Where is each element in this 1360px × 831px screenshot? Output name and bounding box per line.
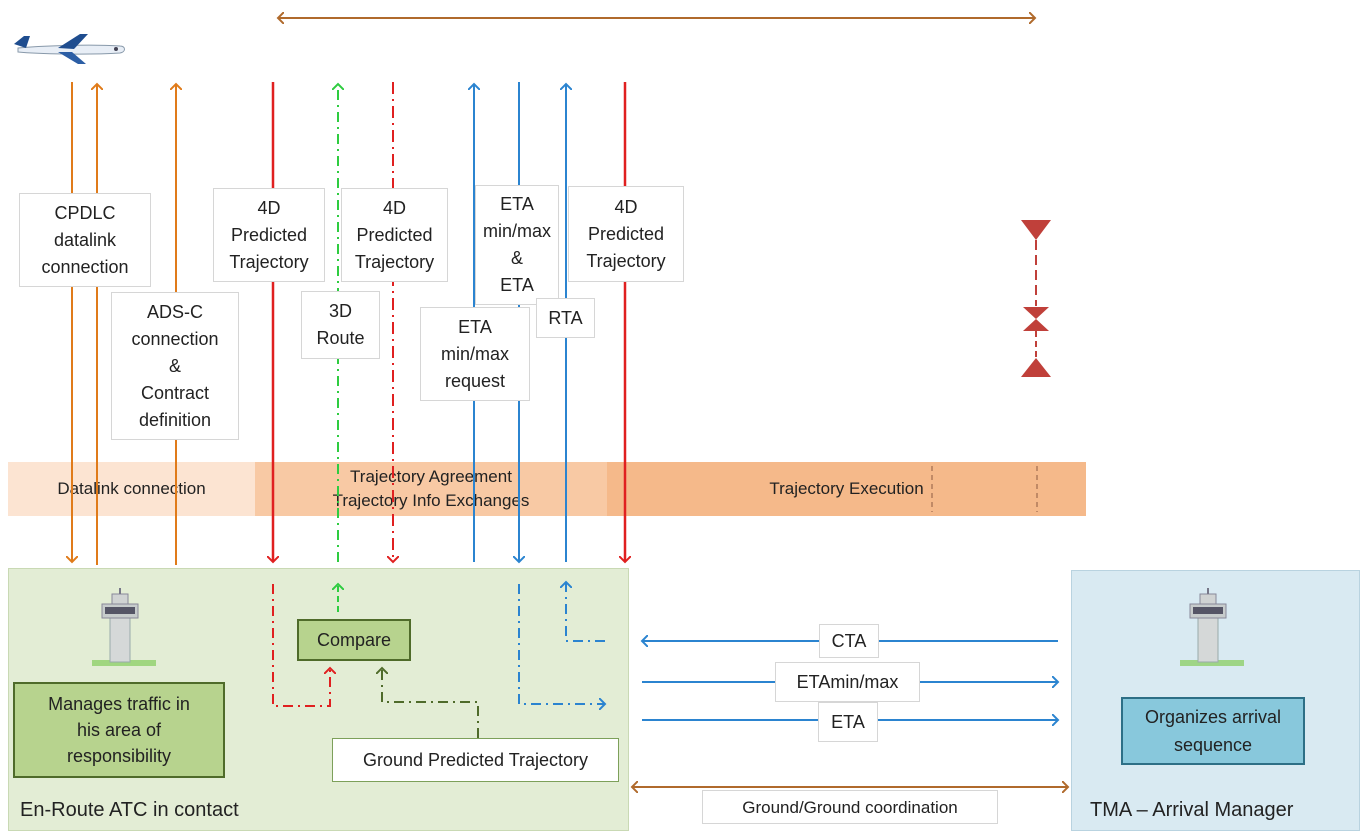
- traj4d-label-3: 4D Predicted Trajectory: [568, 186, 684, 282]
- ground-coordination-label: Ground/Ground coordination: [702, 790, 998, 824]
- compare-box: Compare: [297, 619, 411, 661]
- traj4d-label-2: 4D Predicted Trajectory: [341, 188, 448, 282]
- rta-label: RTA: [536, 298, 595, 338]
- ground-predicted-trajectory-label: Ground Predicted Trajectory: [332, 738, 619, 782]
- etaminmax-label: ETAmin/max: [775, 662, 920, 702]
- organizes-arrival-box: Organizes arrival sequence: [1121, 697, 1305, 765]
- route3d-label: 3D Route: [301, 291, 380, 359]
- cpdlc-label: CPDLC datalink connection: [19, 193, 151, 287]
- phase-agreement: Trajectory Agreement Trajectory Info Exc…: [255, 462, 607, 516]
- eta-minmax-eta-label: ETA min/max & ETA: [475, 185, 559, 305]
- phase-agreement-label: Trajectory Agreement Trajectory Info Exc…: [332, 467, 530, 510]
- control-tower-icon: [1180, 588, 1244, 666]
- timeline-marker-icon: [1021, 220, 1051, 377]
- enroute-title: En-Route ATC in contact: [20, 799, 239, 821]
- eta-label: ETA: [818, 702, 878, 742]
- phase-execution-label: Trajectory Execution: [769, 479, 924, 498]
- red-compare-path: [272, 584, 330, 707]
- eta-minmax-request-label: ETA min/max request: [420, 307, 530, 401]
- airplane-icon: [14, 34, 125, 64]
- blue-etaminmax-path: [518, 584, 605, 704]
- traj4d-label-1: 4D Predicted Trajectory: [213, 188, 325, 282]
- adsc-label: ADS-C connection & Contract definition: [111, 292, 239, 440]
- blue-cta-path: [566, 582, 605, 642]
- manages-traffic-box: Manages traffic in his area of responsib…: [13, 682, 225, 778]
- olive-compare-path: [382, 668, 479, 738]
- phase-execution: Trajectory Execution: [607, 462, 1086, 516]
- control-tower-icon: [92, 588, 156, 666]
- cta-label: CTA: [819, 624, 879, 658]
- tma-title: TMA – Arrival Manager: [1090, 799, 1294, 821]
